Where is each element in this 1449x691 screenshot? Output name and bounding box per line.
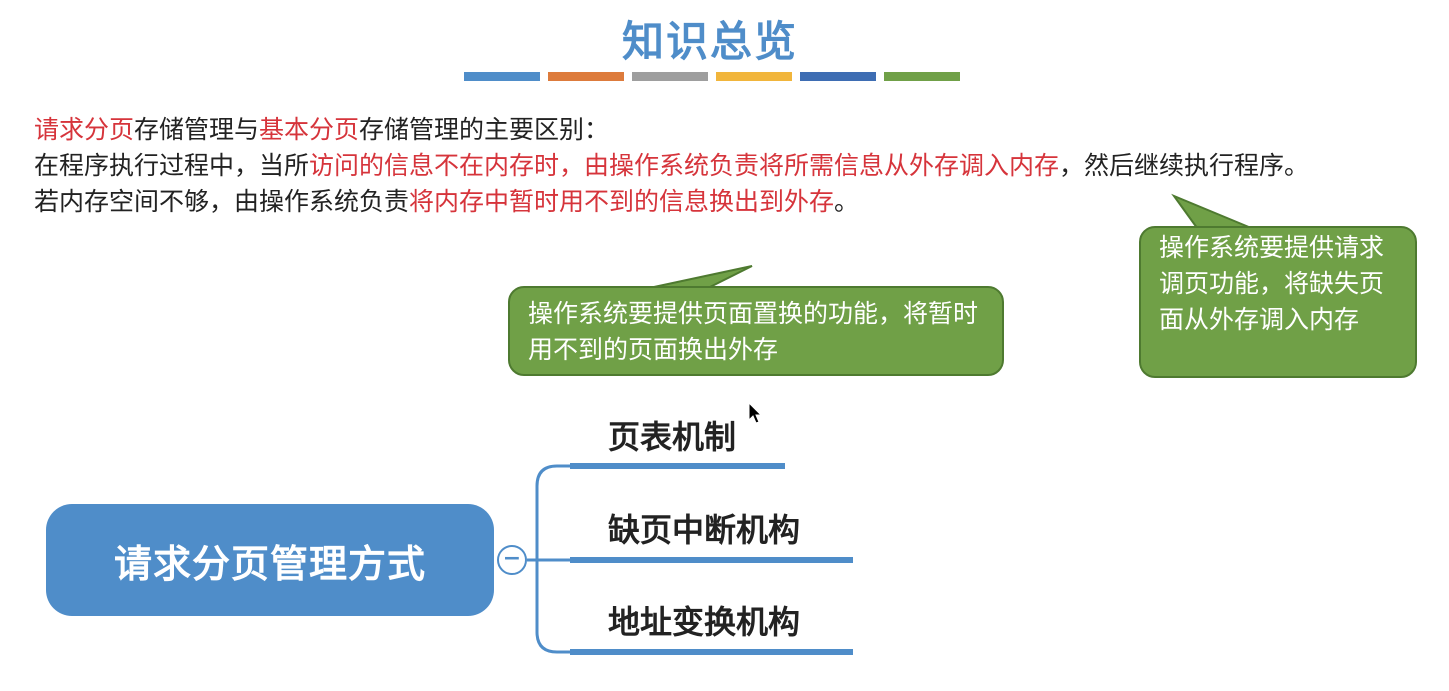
connector-branch-3 (535, 560, 572, 654)
highlight-basic-paging: 基本分页 (259, 115, 360, 144)
title-bar (464, 72, 540, 81)
branch-page-table[interactable]: 页表机制 (608, 418, 737, 456)
title-bar (884, 72, 960, 81)
page-title: 知识总览 (621, 17, 798, 66)
text-segment: ，然后继续执行程序。 (1059, 151, 1310, 180)
intro-text: 请求分页存储管理与基本分页存储管理的主要区别： 在程序执行过程中，当所访问的信息… (34, 112, 1414, 220)
callout-demand-paging: 操作系统要提供请求调页功能，将缺失页面从外存调入内存 (1139, 226, 1417, 378)
title-bar (548, 72, 624, 81)
branch-underline (570, 463, 785, 469)
title-bar (632, 72, 708, 81)
connector-branch-1 (527, 464, 572, 562)
branch-underline (570, 649, 853, 655)
branch-address-translation[interactable]: 地址变换机构 (608, 603, 801, 641)
text-segment: 。 (834, 187, 860, 216)
collapse-button[interactable]: − (497, 545, 527, 575)
text-segment: 在程序执行过程中，当所 (34, 151, 310, 180)
intro-line-3: 若内存空间不够，由操作系统负责将内存中暂时用不到的信息换出到外存。 (34, 184, 1414, 220)
intro-line-1: 请求分页存储管理与基本分页存储管理的主要区别： (34, 112, 1414, 148)
root-node-label: 请求分页管理方式 (113, 541, 426, 586)
title-bar (800, 72, 876, 81)
branch-page-fault[interactable]: 缺页中断机构 (608, 511, 801, 549)
callout-page-replacement: 操作系统要提供页面置换的功能，将暂时用不到的页面换出外存 (508, 286, 1004, 376)
highlight-page-in: 访问的信息不在内存时，由操作系统负责将所需信息从外存调入内存 (309, 151, 1060, 180)
branch-underline (570, 557, 853, 563)
text-segment: 存储管理与 (134, 115, 260, 144)
highlight-demand-paging: 请求分页 (34, 115, 135, 144)
callout-page-replacement-text: 操作系统要提供页面置换的功能，将暂时用不到的页面换出外存 (528, 299, 979, 364)
mouse-cursor-icon (748, 402, 763, 424)
intro-line-2: 在程序执行过程中，当所访问的信息不在内存时，由操作系统负责将所需信息从外存调入内… (34, 148, 1414, 184)
callout-demand-paging-text: 操作系统要提供请求调页功能，将缺失页面从外存调入内存 (1159, 233, 1385, 334)
text-segment: 若内存空间不够，由操作系统负责 (34, 187, 410, 216)
text-segment: 存储管理的主要区别： (359, 115, 610, 144)
root-node[interactable]: 请求分页管理方式 (46, 504, 494, 616)
highlight-page-out: 将内存中暂时用不到的信息换出到外存 (409, 187, 835, 216)
title-bar (716, 72, 792, 81)
